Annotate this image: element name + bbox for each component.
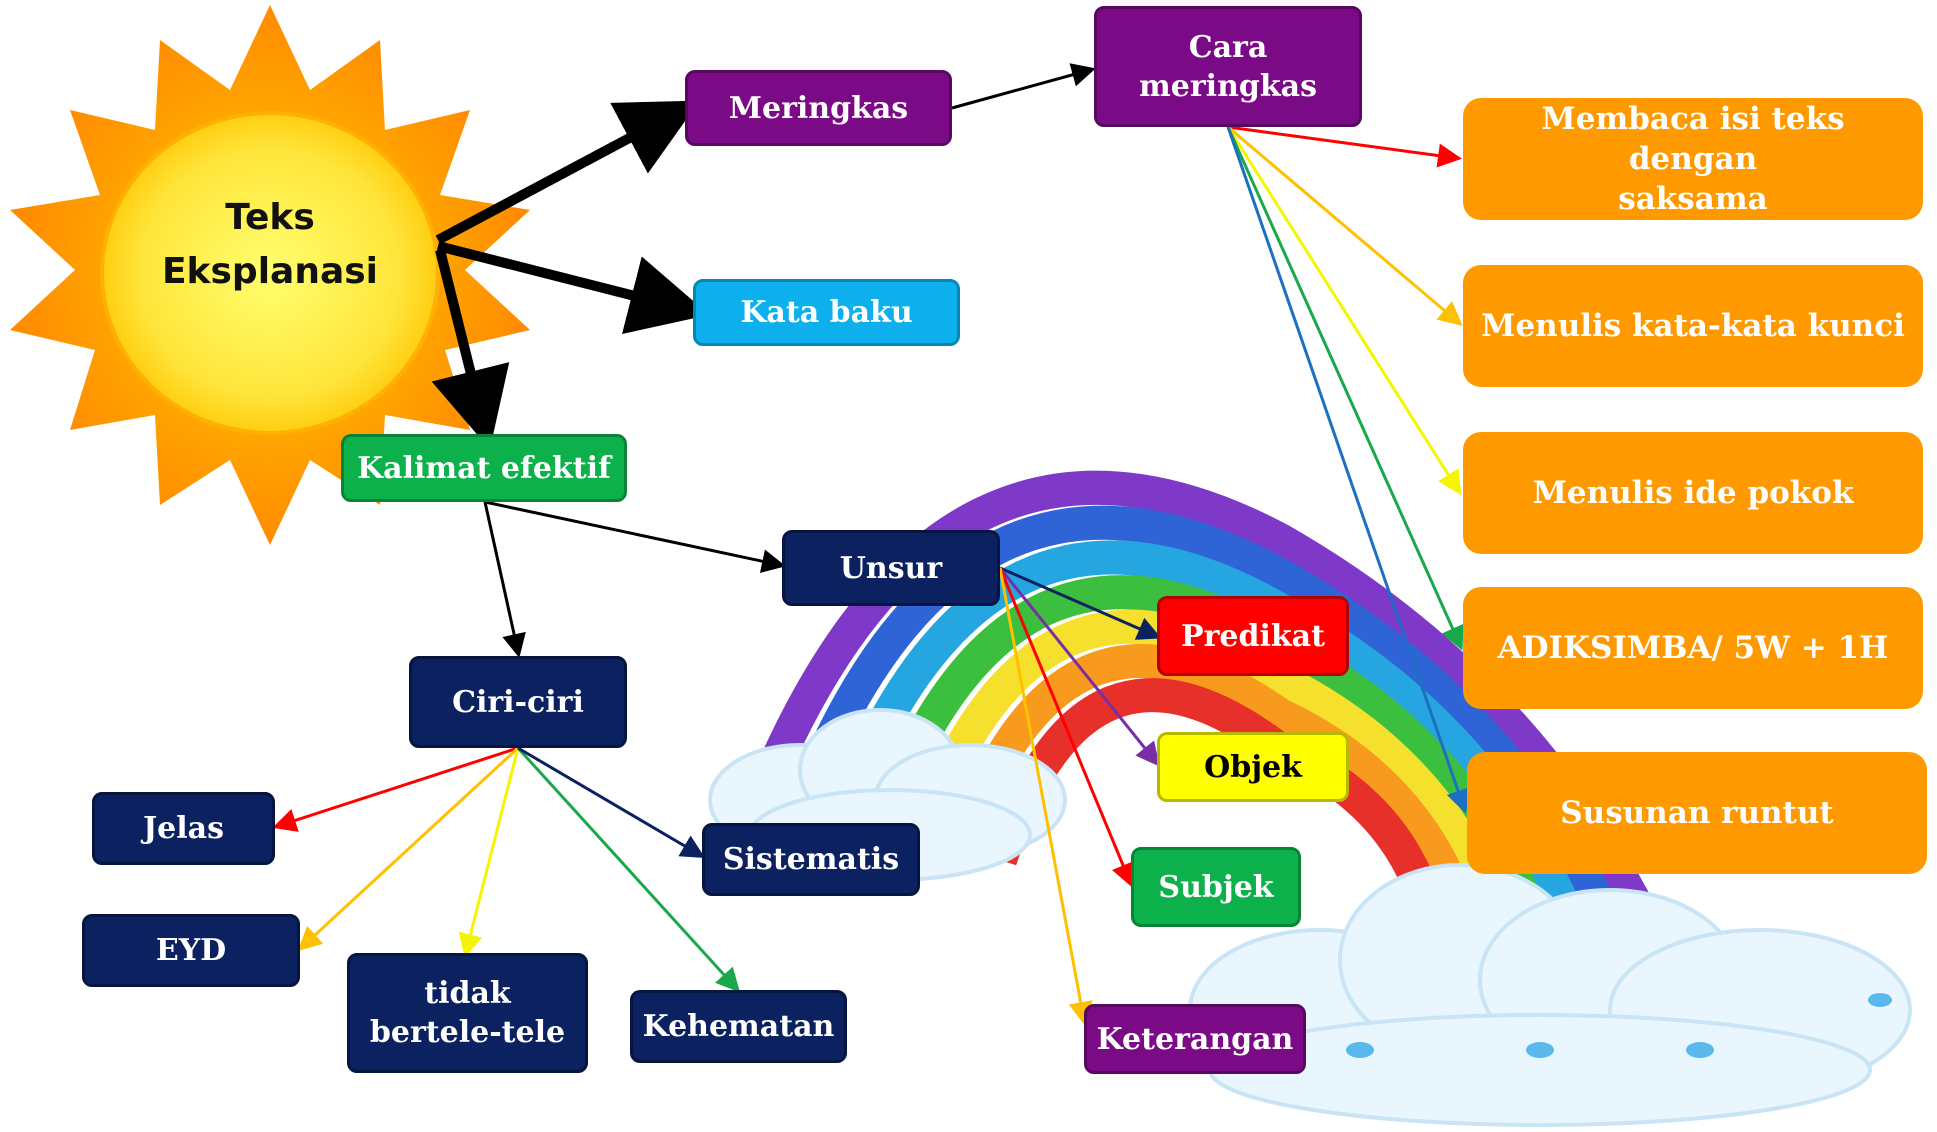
arrow-cara-step-1 [1227,125,1462,168]
node-keterangan: Keterangan [1084,1004,1306,1074]
cloud-dots [1346,993,1892,1058]
arrow-root-kata-baku [436,241,710,334]
sun-illustration [10,5,530,545]
node-ciri-ciri: Ciri-ciri [409,656,627,748]
arrow-root-kalimat-efektif [431,248,510,450]
node-step-adiksimba: ADIKSIMBA/ 5W + 1H [1463,587,1923,709]
cloud-illustration [708,708,1912,1127]
node-kehematan: Kehematan [630,990,847,1063]
arrow-unsur-keterangan [998,567,1093,1026]
arrow-ciri-sistematis [517,746,706,859]
arrow-cara-step-2 [1227,125,1463,326]
node-predikat: Predikat [1157,596,1349,676]
node-sistematis: Sistematis [702,823,920,896]
node-meringkas: Meringkas [685,70,952,146]
node-eyd: EYD [82,914,300,987]
arrow-unsur-objek [998,567,1160,767]
arrow-ciri-jelas [272,746,519,832]
node-subjek: Subjek [1131,847,1301,927]
node-step-membaca: Membaca isi teks dengan saksama [1463,98,1923,220]
arrow-cara-step-5 [1226,126,1470,814]
node-step-ide-pokok: Menulis ide pokok [1463,432,1923,554]
node-step-kata-kunci: Menulis kata-kata kunci [1463,265,1923,387]
arrow-ciri-eyd [297,746,520,952]
arrow-kalimat-unsur [484,500,786,573]
arrow-cara-step-3 [1226,126,1462,496]
node-objek: Objek [1157,732,1349,802]
node-kalimat-efektif: Kalimat efektif [341,434,627,502]
arrow-root-meringkas [435,100,700,245]
node-cara-meringkas: Cara meringkas [1094,6,1362,127]
node-tidak-bertele-tele: tidak bertele-tele [347,953,588,1073]
root-topic-label: Teks Eksplanasi [161,197,379,292]
arrow-meringkas-cara [951,63,1096,110]
node-kata-baku: Kata baku [693,279,960,346]
arrow-cara-step-4 [1226,126,1464,651]
arrow-ciri-tidak-bertele-tele [458,747,520,958]
arrow-unsur-predikat [999,566,1162,640]
node-unsur: Unsur [782,530,1000,606]
arrow-ciri-kehematan [516,746,741,993]
arrow-kalimat-ciri [483,501,526,658]
arrow-unsur-subjek [998,567,1135,888]
node-jelas: Jelas [92,792,275,865]
node-step-susunan-runtut: Susunan runtut [1467,752,1927,874]
